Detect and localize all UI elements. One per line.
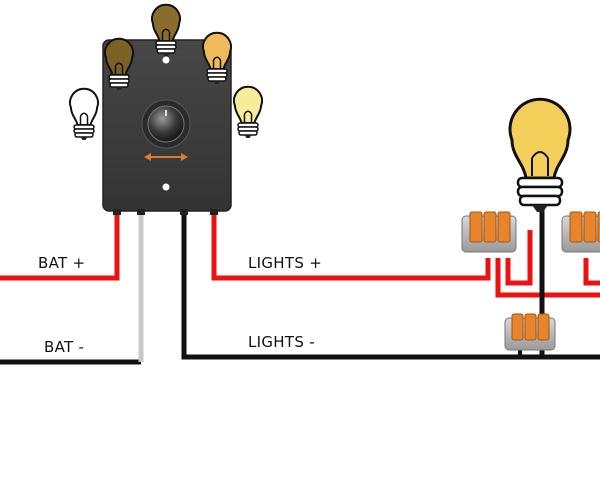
adjust-arrow-icon — [144, 153, 188, 161]
light-bulb-icon — [104, 37, 134, 90]
bat-plus-wire — [0, 215, 120, 281]
label-bat-plus: BAT + — [38, 254, 85, 272]
lights-plus-branch-wire — [495, 258, 600, 298]
mount-screw-bottom — [162, 183, 170, 191]
terminal-bat-minus — [137, 209, 145, 215]
lever-wire-connector-icon — [504, 313, 556, 351]
terminal-lights-minus — [180, 209, 188, 215]
light-bulb-icon — [233, 85, 263, 138]
lights-plus-wire — [211, 215, 491, 281]
wires — [0, 198, 600, 365]
light-bulb-icon — [202, 31, 232, 84]
bulb-feed-wire — [505, 230, 533, 286]
terminal-lights-plus — [210, 209, 218, 215]
dimmer-knob[interactable] — [147, 105, 185, 143]
light-bulb-icon — [69, 87, 99, 140]
lights-minus-wire — [181, 215, 600, 360]
light-bulb-icon — [151, 3, 181, 56]
light-bulb-icon — [508, 97, 572, 212]
second-feed-wire — [583, 258, 600, 286]
label-bat-minus: BAT - — [44, 338, 84, 356]
label-lights-minus: LIGHTS - — [248, 333, 315, 351]
label-lights-plus: LIGHTS + — [248, 254, 322, 272]
mount-screw-top — [162, 56, 170, 64]
lever-wire-connector-icon — [461, 211, 517, 253]
terminal-bat-plus — [113, 209, 121, 215]
brightness-scale — [69, 3, 263, 140]
lever-wire-connector-icon — [561, 211, 600, 253]
